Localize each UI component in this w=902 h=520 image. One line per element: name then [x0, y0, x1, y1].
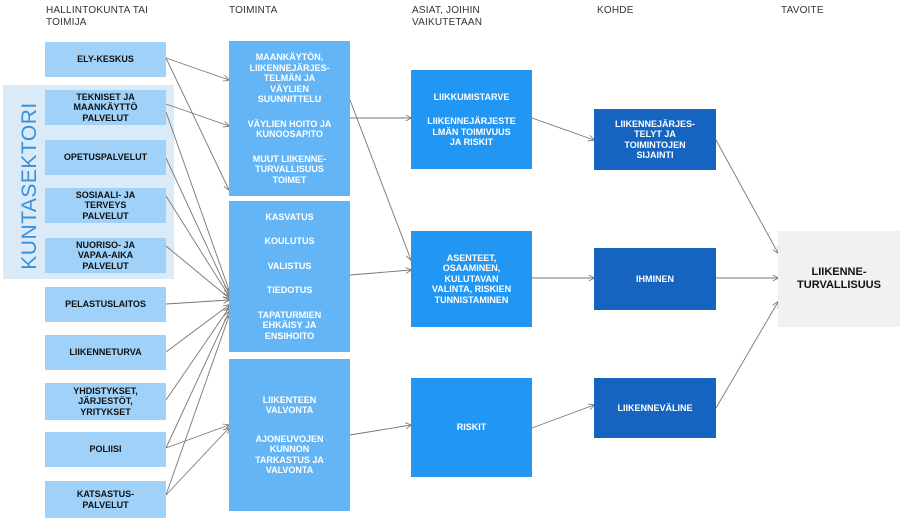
- activity-item: TIEDOTUS: [266, 285, 313, 296]
- header-organizations: HALLINTOKUNTA TAI TOIMIJA: [46, 5, 149, 28]
- connector-arrow: [531, 405, 594, 429]
- goal-label: LIIKENNE- TURVALLISUUS: [797, 266, 881, 291]
- activity-item: LIIKENTEEN VALVONTA: [262, 394, 317, 416]
- connector-arrow: [165, 245, 229, 298]
- target-label: IHMINEN: [636, 273, 674, 284]
- connector-arrow: [165, 103, 229, 126]
- org-sosiaali-terveys: SOSIAALI- JA TERVEYS PALVELUT: [45, 188, 166, 223]
- affected-item: LIIKENNEJÄRJESTE LMÄN TOIMIVUUS JA RISKI…: [427, 116, 516, 147]
- target-traffic-arrangements: LIIKENNEJÄRJES- TELYT JA TOIMINTOJEN SIJ…: [594, 109, 716, 170]
- connector-arrow: [715, 302, 778, 409]
- goal-traffic-safety: LIIKENNE- TURVALLISUUS: [778, 231, 900, 327]
- affected-mobility: LIIKKUMISTARVE LIIKENNEJÄRJESTE LMÄN TOI…: [411, 70, 532, 169]
- connector-arrow: [165, 111, 229, 290]
- connector-arrow: [165, 308, 229, 401]
- connector-arrow: [165, 425, 229, 449]
- affected-item: LIIKKUMISTARVE: [433, 91, 510, 102]
- org-label: ELY-KESKUS: [77, 54, 134, 65]
- org-ely-keskus: ELY-KESKUS: [45, 42, 166, 77]
- org-katsastuspalvelut: KATSASTUS- PALVELUT: [45, 481, 166, 518]
- target-human: IHMINEN: [594, 248, 716, 310]
- connector-arrow: [165, 300, 229, 305]
- activity-item: KASVATUS: [265, 211, 314, 222]
- connector-arrow: [349, 425, 411, 436]
- org-label: OPETUSPALVELUT: [63, 152, 148, 163]
- activity-group-enforcement: LIIKENTEEN VALVONTA AJONEUVOJEN KUNNON T…: [229, 359, 350, 511]
- activity-group-education: KASVATUS KOULUTUS VALISTUS TIEDOTUS TAPA…: [229, 201, 350, 352]
- activity-item: VÄYLIEN HOITO JA KUNOOSAPITO: [247, 118, 332, 140]
- org-liikenneturva: LIIKENNETURVA: [45, 335, 166, 370]
- connector-arrow: [165, 195, 229, 296]
- org-poliisi: POLIISI: [45, 432, 166, 467]
- org-pelastuslaitos: PELASTUSLAITOS: [45, 287, 166, 322]
- org-yhdistykset: YHDISTYKSET, JÄRJESTÖT, YRITYKSET: [45, 383, 166, 420]
- header-affected: ASIAT, JOIHIN VAIKUTETAAN: [412, 5, 483, 28]
- org-label: NUORISO- JA VAPAA-AIKA PALVELUT: [75, 239, 135, 271]
- org-label: YHDISTYKSET, JÄRJESTÖT, YRITYKSET: [73, 385, 138, 417]
- header-activities: TOIMINTA: [229, 5, 278, 16]
- org-label: POLIISI: [89, 444, 122, 455]
- connector-arrow: [165, 312, 229, 449]
- org-label: KATSASTUS- PALVELUT: [76, 489, 135, 510]
- org-label: PELASTUSLAITOS: [65, 299, 146, 310]
- connector-arrow: [715, 139, 778, 253]
- activity-item: AJONEUVOJEN KUNNON TARKASTUS JA VALVONTA: [255, 433, 324, 476]
- connector-arrow: [165, 316, 229, 496]
- connector-arrow: [165, 57, 229, 190]
- org-label: LIIKENNETURVA: [69, 347, 142, 358]
- activity-item: MAANKÄYTÖN, LIIKENNEJÄRJES- TELMÄN JA VÄ…: [249, 52, 330, 104]
- affected-attitudes: ASENTEET, OSAAMINEN, KULUTAVAN VALINTA, …: [411, 231, 532, 327]
- target-label: LIIKENNEJÄRJES- TELYT JA TOIMINTOJEN SIJ…: [614, 118, 695, 161]
- activity-group-planning: MAANKÄYTÖN, LIIKENNEJÄRJES- TELMÄN JA VÄ…: [229, 41, 350, 196]
- connector-arrow: [165, 57, 229, 80]
- connector-arrow: [531, 117, 594, 140]
- affected-risks: RISKIT: [411, 378, 532, 477]
- target-label: LIIKENNEVÄLINE: [617, 402, 693, 413]
- activity-item: MUUT LIIKENNE- TURVALLISUUS TOIMET: [252, 153, 327, 185]
- org-label: SOSIAALI- JA TERVEYS PALVELUT: [75, 189, 136, 221]
- connector-arrow: [165, 157, 229, 294]
- connector-arrow: [349, 99, 411, 260]
- connector-arrow: [165, 305, 229, 353]
- connector-arrow: [349, 270, 411, 276]
- org-nuoriso-vapaa-aika: NUORISO- JA VAPAA-AIKA PALVELUT: [45, 238, 166, 273]
- org-opetuspalvelut: OPETUSPALVELUT: [45, 140, 166, 175]
- header-goal: TAVOITE: [781, 5, 824, 16]
- activity-item: KOULUTUS: [264, 236, 315, 247]
- target-vehicle: LIIKENNEVÄLINE: [594, 378, 716, 438]
- affected-item: ASENTEET, OSAAMINEN, KULUTAVAN VALINTA, …: [431, 252, 512, 305]
- org-tekniset-palvelut: TEKNISET JA MAANKÄYTTÖ PALVELUT: [45, 90, 166, 125]
- activity-item: VALISTUS: [267, 260, 312, 271]
- affected-item: RISKIT: [456, 422, 487, 433]
- activity-item: TAPATURMIEN EHKÄISY JA ENSIHOITO: [257, 309, 322, 341]
- org-label: TEKNISET JA MAANKÄYTTÖ PALVELUT: [73, 91, 138, 123]
- connector-arrow: [165, 428, 229, 496]
- header-targets: KOHDE: [597, 5, 634, 16]
